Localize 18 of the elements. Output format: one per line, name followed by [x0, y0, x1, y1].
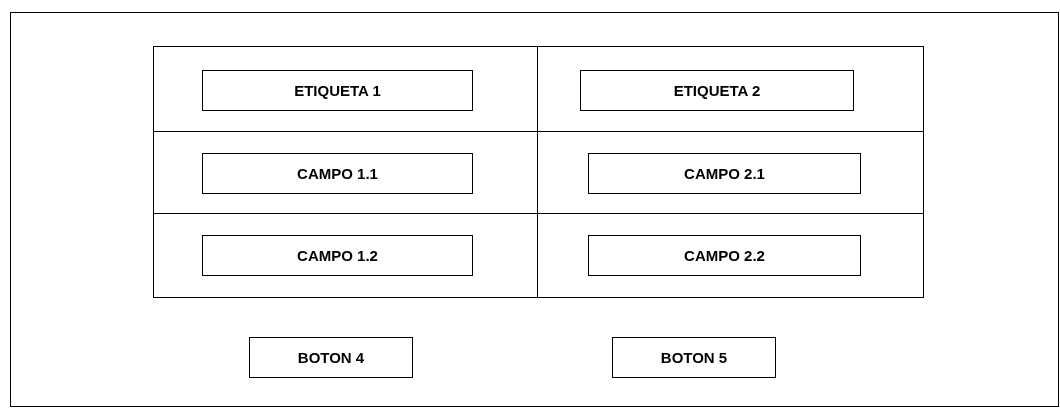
field-label: ETIQUETA 2 — [673, 82, 761, 99]
field-label: BOTON 4 — [297, 349, 365, 366]
frame — [10, 12, 1059, 407]
field-box — [588, 235, 861, 276]
field-label: CAMPO 2.1 — [684, 165, 765, 182]
field-box — [588, 153, 861, 194]
field-label: CAMPO 1.2 — [297, 247, 378, 264]
field-label: ETIQUETA 1 — [294, 82, 381, 99]
table-grid — [153, 46, 924, 298]
field-box — [249, 337, 413, 378]
field-box — [202, 235, 473, 276]
field-box — [612, 337, 776, 378]
field-label: CAMPO 2.2 — [684, 247, 765, 264]
field-box — [202, 70, 473, 111]
field-box — [580, 70, 854, 111]
field-box — [202, 153, 473, 194]
field-label: BOTON 5 — [660, 349, 728, 366]
field-label: CAMPO 1.1 — [297, 165, 378, 182]
